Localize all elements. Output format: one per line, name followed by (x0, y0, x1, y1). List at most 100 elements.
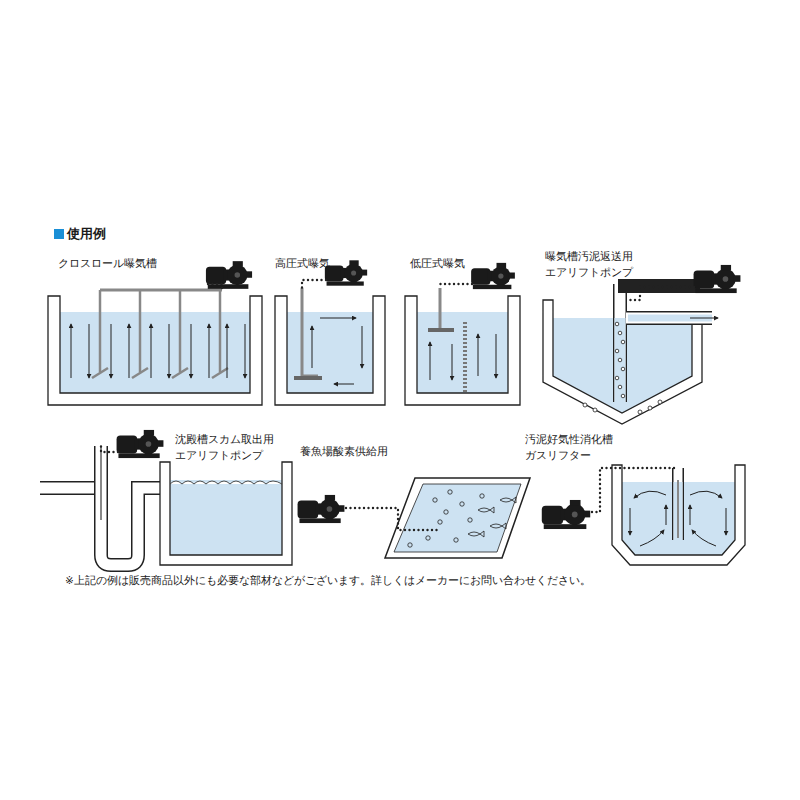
illustration-part (612, 465, 745, 565)
crossroll-tank (48, 261, 262, 405)
illustration-part (628, 287, 694, 300)
illustration-part (621, 394, 625, 398)
illustration-part (219, 290, 222, 372)
illustration-part (542, 500, 590, 529)
illustration-part (444, 510, 448, 514)
illustration-part (613, 284, 627, 402)
illustration-part (438, 520, 442, 524)
illustration-part (430, 342, 431, 380)
illustration-part (212, 368, 228, 378)
scum-airlift-tank (40, 430, 292, 565)
low-pressure-tank (405, 263, 520, 405)
illustration-part (132, 368, 148, 378)
illustration-part (302, 288, 318, 376)
illustration-part (208, 284, 222, 290)
illustration-part (302, 280, 326, 288)
illustration-part (618, 385, 622, 389)
illustration-part (89, 324, 90, 378)
illustration-part (593, 408, 597, 412)
illustration-part (692, 530, 716, 546)
illustration-part (726, 508, 727, 535)
illustration-part (320, 318, 356, 319)
illustration-part (615, 376, 619, 380)
note-text: ※上記の例は販売商品以外にも必要な部材などがございます。詳しくはメーカーにお問い… (65, 574, 591, 588)
illustration-part (170, 480, 282, 555)
illustration-part (674, 468, 683, 540)
illustration-part (448, 490, 452, 494)
illustration-part (478, 334, 479, 376)
illustration-part (496, 334, 497, 378)
panel-heading: 養魚場酸素供給用 (300, 443, 420, 459)
illustration-part (245, 324, 246, 378)
illustration-part (111, 324, 112, 378)
tank-panel: 曝気槽汚泥返送用 エアリフトポンプ (543, 248, 747, 426)
airlift-return-tank (543, 265, 740, 424)
illustration-part (191, 324, 192, 378)
illustration-part (460, 502, 464, 506)
panel-heading: 汚泥好気性消化槽 ガスリフター (525, 431, 620, 464)
illustration-part (677, 480, 679, 538)
illustration-part (630, 491, 726, 546)
illustration-part (428, 328, 454, 332)
illustration-part (312, 326, 313, 368)
illustration-part (490, 523, 506, 529)
illustration-part (634, 491, 666, 498)
illustration-part (690, 491, 722, 498)
illustration-part (60, 312, 250, 393)
illustration-part (630, 508, 631, 535)
illustration-part (408, 490, 516, 547)
illustration-part (92, 290, 228, 378)
illustration-part (275, 296, 385, 405)
panel-heading: クロスロール曝気槽 (58, 255, 258, 271)
illustration-part (385, 478, 530, 558)
illustration-part (592, 468, 678, 512)
illustration-part (690, 318, 718, 319)
illustration-part (583, 403, 587, 407)
illustration-part (99, 290, 102, 372)
tank-panel: クロスロール曝気槽 (48, 255, 262, 406)
illustration-part (334, 384, 354, 385)
illustration-part (417, 312, 508, 393)
illustration-part (480, 494, 484, 498)
illustration-part (478, 507, 494, 513)
illustration-part (468, 531, 484, 537)
illustration-part (430, 334, 496, 380)
panel-heading: 沈殿槽スカム取出用 エアリフトポンプ (175, 431, 275, 464)
illustration-part (439, 288, 442, 328)
illustration-part (615, 284, 626, 402)
illustration-part (92, 368, 108, 378)
illustration-part (621, 340, 625, 344)
illustration-part (471, 263, 515, 289)
illustration-part (408, 543, 412, 547)
illustration-part (100, 289, 222, 292)
fish-pond (298, 478, 530, 558)
illustration-part (209, 324, 210, 378)
illustration-part (298, 495, 345, 523)
illustration-part (618, 279, 700, 293)
illustration-part (294, 376, 322, 380)
illustration-part (169, 324, 170, 378)
illustration-part (129, 324, 130, 378)
illustration-part (618, 331, 622, 335)
illustration-part (433, 498, 437, 502)
illustration-part (638, 410, 642, 414)
illustration-part (48, 296, 262, 405)
illustration-part (394, 484, 521, 552)
illustration-part (170, 481, 282, 484)
illustration-part (658, 400, 662, 404)
illustration-part (71, 324, 72, 378)
illustration-part (139, 290, 142, 372)
illustration-part (346, 508, 440, 530)
illustration-part (666, 505, 667, 525)
illustration-part (179, 290, 182, 372)
heading-square (54, 229, 64, 239)
illustration-part (615, 349, 619, 353)
tank-panel: 沈殿槽スカム取出用 エアリフトポンプ (160, 431, 292, 566)
illustration-part (151, 324, 152, 378)
illustration-part (454, 538, 458, 542)
digester-tank (542, 465, 745, 565)
illustration-part (101, 446, 118, 452)
illustration-part (100, 446, 102, 520)
